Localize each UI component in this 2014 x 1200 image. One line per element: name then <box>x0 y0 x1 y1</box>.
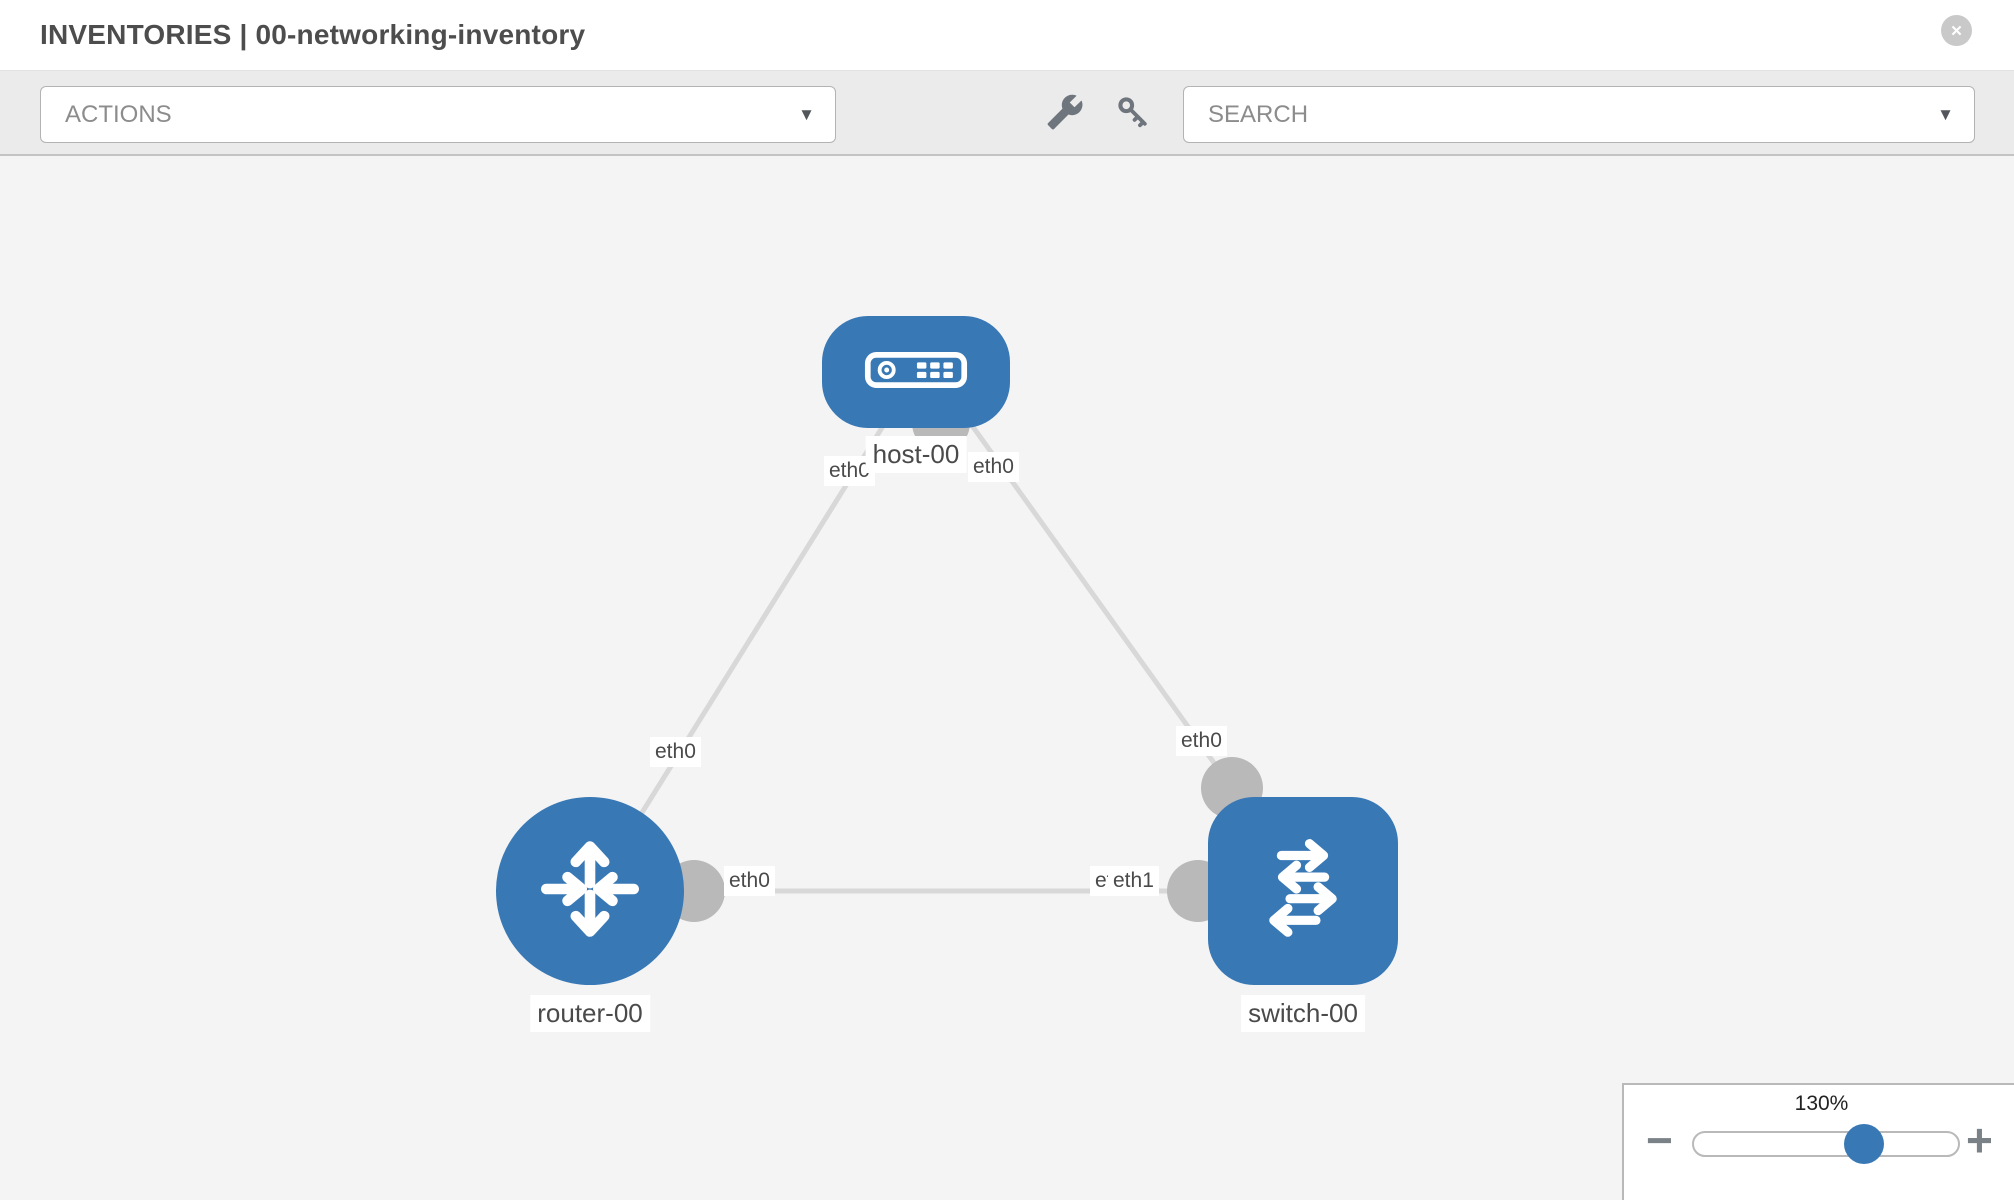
wrench-icon <box>1046 93 1084 136</box>
interface-label-host-switch-switch-end: eth0 <box>1176 726 1227 757</box>
page-title: INVENTORIES | 00-networking-inventory <box>40 19 586 50</box>
interface-label-router-switch-switch-end: eth1 <box>1108 866 1159 897</box>
search-dropdown[interactable]: SEARCH ▼ <box>1183 86 1975 143</box>
node-host-00[interactable] <box>822 316 1010 428</box>
actions-dropdown-label: ACTIONS <box>65 100 172 128</box>
host-icon <box>864 351 968 394</box>
chevron-down-icon: ▼ <box>798 104 815 124</box>
toolbar: ACTIONS ▼ <box>0 71 2014 156</box>
zoom-in-button[interactable]: + <box>1966 1114 1993 1166</box>
actions-dropdown[interactable]: ACTIONS ▼ <box>40 86 836 143</box>
node-label-router-00: router-00 <box>530 995 650 1032</box>
zoom-slider-thumb[interactable] <box>1844 1124 1884 1164</box>
close-button[interactable]: ✕ <box>1941 15 1972 46</box>
node-label-host-00: host-00 <box>865 436 967 473</box>
interface-label-host-switch-host-end: eth0 <box>968 452 1019 483</box>
chevron-down-icon: ▼ <box>1937 104 1954 124</box>
search-dropdown-label: SEARCH <box>1208 100 1309 128</box>
zoom-out-button[interactable]: − <box>1646 1114 1673 1166</box>
close-icon: ✕ <box>1950 22 1963 40</box>
zoom-widget: 130% − + <box>1622 1083 2014 1200</box>
node-switch-00[interactable] <box>1208 797 1398 985</box>
tools-button[interactable] <box>1044 93 1086 135</box>
zoom-slider-track[interactable] <box>1692 1131 1960 1157</box>
router-icon <box>531 830 649 953</box>
zoom-percentage: 130% <box>1794 1092 1849 1115</box>
credentials-button[interactable] <box>1112 93 1154 135</box>
titlebar: INVENTORIES | 00-networking-inventory ✕ <box>0 0 2014 71</box>
interface-label-host-router-router-end: eth0 <box>650 737 701 768</box>
interface-label-router-switch-router-end: eth0 <box>724 866 775 897</box>
switch-icon <box>1249 835 1357 948</box>
node-router-00[interactable] <box>496 797 684 985</box>
node-label-switch-00: switch-00 <box>1241 995 1365 1032</box>
key-icon <box>1115 94 1151 135</box>
